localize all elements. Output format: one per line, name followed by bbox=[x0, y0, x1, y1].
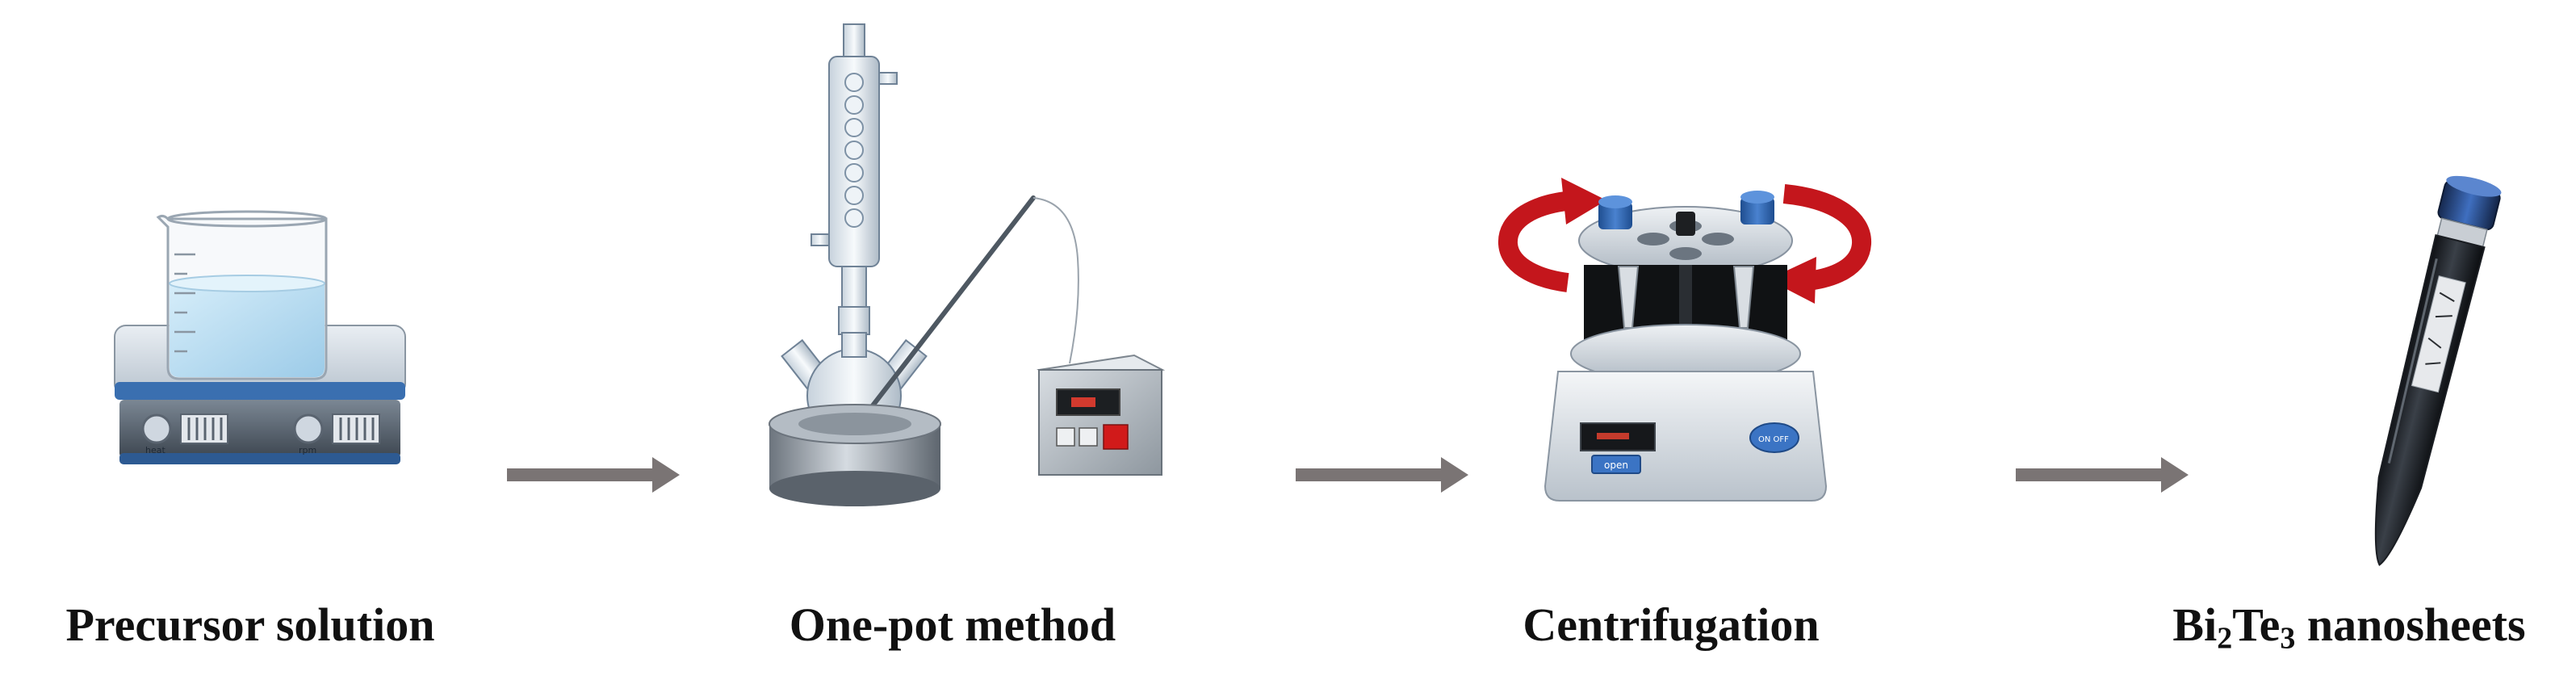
controller-button-red bbox=[1103, 424, 1129, 450]
process-arrow-3 bbox=[2016, 457, 2189, 493]
rotation-arrow-left bbox=[1498, 191, 1576, 292]
probe-cable bbox=[1032, 197, 1079, 364]
centrifuge-power-button bbox=[1749, 422, 1799, 453]
rpm-knob bbox=[293, 413, 324, 444]
formula-bi: Bi bbox=[2172, 598, 2218, 651]
formula-bi-subscript: 2 bbox=[2217, 621, 2233, 656]
rotation-arrow-right-head bbox=[1768, 257, 1816, 304]
hotplate-rim bbox=[115, 382, 405, 400]
centrifuge-tube-illustration bbox=[2374, 175, 2502, 566]
centrifuge-power-label: ON OFF bbox=[1758, 435, 1789, 444]
formula-te-subscript: 3 bbox=[2280, 621, 2296, 656]
heating-mantle bbox=[769, 404, 941, 506]
centrifuge-tube bbox=[2374, 175, 2502, 566]
thermocouple-probe bbox=[865, 195, 1036, 414]
beaker bbox=[156, 210, 328, 380]
reflux-condenser bbox=[810, 23, 898, 335]
reflux-setup-illustration bbox=[769, 23, 1166, 506]
caption-centrifugation: Centrifugation bbox=[1523, 598, 1820, 651]
tube-label bbox=[2411, 275, 2466, 393]
centrifuge-open-label: open bbox=[1604, 460, 1628, 471]
caption-nanosheets-word: nanosheets bbox=[2295, 598, 2526, 651]
heat-knob-label: heat bbox=[145, 445, 165, 455]
formula-te: Te bbox=[2232, 598, 2281, 651]
process-arrow-1 bbox=[507, 457, 680, 493]
rpm-knob-label: rpm bbox=[299, 445, 316, 455]
controller-button-mid bbox=[1079, 427, 1098, 447]
caption-bi2te3-nanosheets: Bi2Te3 nanosheets bbox=[2131, 602, 2567, 654]
heat-knob bbox=[141, 413, 172, 444]
centrifuge-illustration: open ON OFF bbox=[1498, 178, 1871, 502]
hotplate-stirrer-illustration: heat rpm bbox=[114, 210, 406, 464]
caption-precursor-solution: Precursor solution bbox=[65, 598, 435, 651]
rotation-arrow-left-head bbox=[1561, 178, 1606, 225]
rotation-arrow-right bbox=[1782, 184, 1871, 291]
temperature-controller bbox=[1037, 354, 1166, 476]
centrifuge-open-button bbox=[1591, 455, 1641, 474]
controller-button-left bbox=[1056, 427, 1075, 447]
process-arrow-2 bbox=[1296, 457, 1468, 493]
caption-one-pot-method: One-pot method bbox=[789, 598, 1116, 651]
centrifuge-tube-caps bbox=[1598, 191, 1774, 229]
